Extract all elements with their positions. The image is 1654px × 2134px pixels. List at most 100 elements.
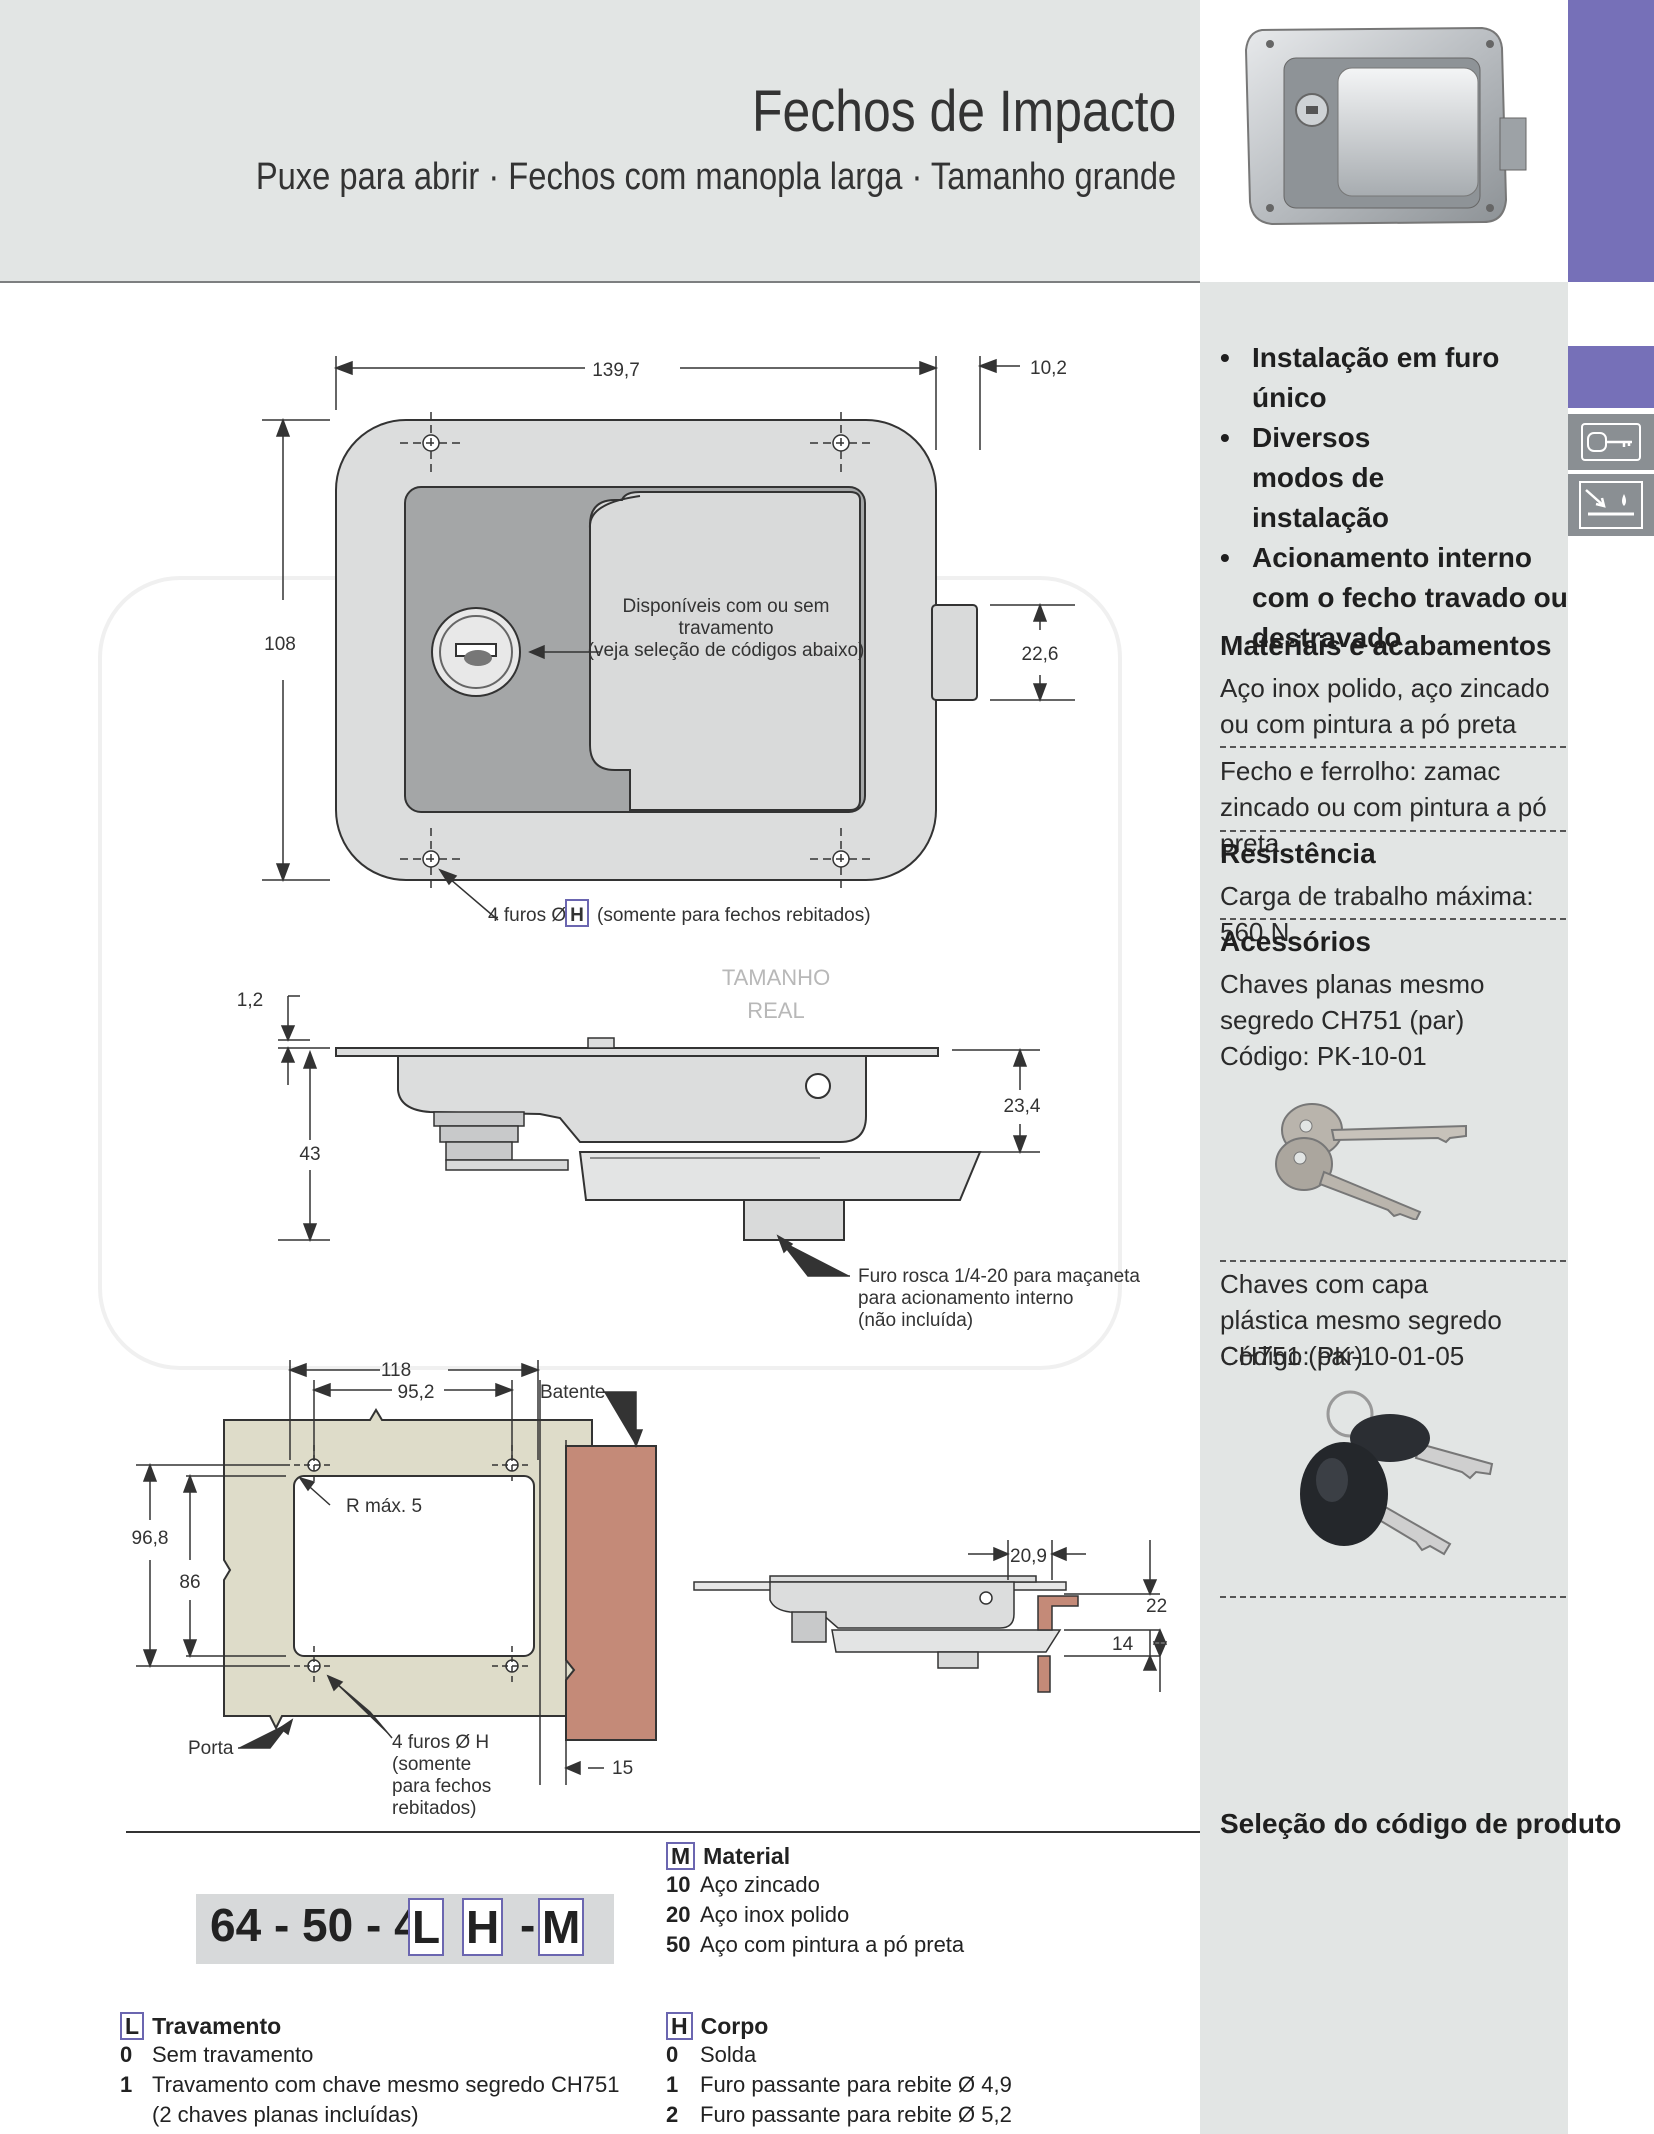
body-code: 0: [666, 2042, 679, 2067]
code-slot-l[interactable]: L: [408, 1898, 445, 1956]
lock-note: (veja seleção de códigos abaixo): [588, 640, 865, 661]
lock-heading: Travamento: [152, 2013, 282, 2039]
dim-inst-h1: 22: [1146, 1596, 1167, 1617]
accessories-heading: Acessórios: [1220, 926, 1371, 957]
dim-height: 108: [264, 634, 296, 655]
divider: [1220, 1260, 1566, 1262]
code-prefix: 64 - 50 - 4: [210, 1899, 420, 1951]
thread-note: para acionamento interno: [858, 1288, 1073, 1309]
dim-width: 139,7: [592, 360, 640, 381]
cutout-view: 118 95,2 Batente R máx. 5 96,8 86 Porta …: [132, 1360, 657, 1819]
dim-cut-height-inner: 86: [179, 1572, 200, 1593]
material-text: Aço inox polido: [700, 1902, 850, 1927]
dim-bolt: 22,6: [1022, 644, 1059, 665]
actual-size-label: REAL: [747, 998, 804, 1023]
dim-flange: 1,2: [237, 990, 263, 1011]
plastic-keys-photo: [1280, 1384, 1500, 1569]
body-text: Solda: [700, 2042, 757, 2067]
feature-item: Diversos modos de instalação: [1218, 418, 1462, 538]
body-letter: H: [666, 2012, 693, 2040]
body-heading: Corpo: [700, 2013, 769, 2039]
code-slot-m[interactable]: M: [538, 1898, 585, 1956]
accessory-code: Código: PK-10-01: [1220, 1041, 1427, 1071]
material-code: 10: [666, 1872, 691, 1897]
cut-holes-note: 4 furos Ø H: [392, 1732, 489, 1753]
holes-note: (somente para fechos rebitados): [597, 905, 871, 926]
material-text: Aço zincado: [700, 1872, 820, 1897]
radius-label: R máx. 5: [346, 1496, 422, 1517]
code-dash: -: [520, 1899, 536, 1951]
dim-depth: 43: [299, 1144, 320, 1165]
lock-text: Sem travamento: [152, 2042, 314, 2067]
lock-extra: (2 chaves planas incluídas): [152, 2102, 419, 2127]
material-code: 50: [666, 1932, 691, 1957]
page-title: Fechos de Impacto: [751, 79, 1176, 144]
flat-keys-photo: [1270, 1080, 1470, 1225]
material-heading: Material: [703, 1843, 791, 1869]
lock-note: Disponíveis com ou sem: [623, 596, 830, 617]
code-slot-h[interactable]: H: [462, 1898, 504, 1956]
thread-note: Furo rosca 1/4-20 para maçaneta: [858, 1266, 1140, 1287]
lock-letter: L: [120, 2012, 145, 2040]
dim-stop-offset: 15: [612, 1758, 633, 1779]
cut-holes-note: para fechos: [392, 1776, 491, 1797]
lock-legend: L Travamento 0 Sem travamento 1 Travamento …: [120, 2012, 620, 2130]
section-color-bar: [1568, 0, 1654, 282]
stop-label: Batente: [540, 1382, 606, 1403]
lock-text: Travamento com chave mesmo segredo CH751: [152, 2072, 620, 2097]
cut-holes-note: rebitados): [392, 1798, 477, 1819]
key-icon[interactable]: [1568, 414, 1654, 470]
feature-item: Acionamento interno com o fecho travado …: [1218, 538, 1578, 658]
cut-holes-note: (somente: [392, 1754, 471, 1775]
dim-cut-width-outer: 118: [381, 1360, 411, 1381]
code-selection-heading: Seleção do código de produto: [1220, 1808, 1622, 1839]
materials-item: Fecho e ferrolho: zamac zincado ou com p…: [1220, 756, 1547, 858]
body-code: 1: [666, 2072, 679, 2097]
divider: [1220, 830, 1566, 832]
material-text: Aço com pintura a pó preta: [700, 1932, 965, 1957]
accessory-code: Código: PK-10-01-05: [1220, 1341, 1465, 1371]
dim-cut-width-inner: 95,2: [398, 1382, 435, 1403]
dim-side: 23,4: [1004, 1096, 1041, 1117]
technical-drawings: TAMANHO REAL: [98, 356, 1200, 1833]
lock-code: 0: [120, 2042, 133, 2067]
product-code: 64 - 50 - 4 L H - M: [196, 1894, 614, 1964]
feature-list: Instalação em furo único Diversos modos …: [1218, 338, 1578, 658]
header-divider: [0, 281, 1200, 283]
divider: [1220, 918, 1566, 920]
body-legend: H Corpo 0 Solda 1 Furo passante para rebite…: [666, 2012, 1012, 2130]
thread-note: (não incluída): [858, 1310, 973, 1331]
feature-item: Instalação em furo único: [1218, 338, 1578, 418]
drill-icon[interactable]: [1568, 474, 1654, 536]
top-view: 139,7 10,2 108 22,6 Disponíveis com ou s…: [262, 356, 1075, 927]
actual-size-label: TAMANHO: [722, 965, 830, 990]
materials-heading: Materiais e acabamentos: [1220, 630, 1552, 661]
resistance-text: Carga de trabalho máxima: 560 N: [1220, 881, 1534, 947]
material-letter: M: [666, 1842, 696, 1870]
material-code: 20: [666, 1902, 691, 1927]
page-subtitle: Puxe para abrir · Fechos com manopla lar…: [255, 156, 1176, 198]
divider: [1220, 746, 1566, 748]
body-code: 2: [666, 2102, 679, 2127]
header-band: [0, 0, 1200, 282]
dim-inst-h2: 14: [1112, 1634, 1134, 1655]
holes-letter: H: [570, 905, 584, 926]
dim-cut-height-outer: 96,8: [132, 1528, 169, 1549]
product-photo: [1200, 0, 1568, 282]
dim-inst-width: 20,9: [1010, 1546, 1047, 1567]
category-tab[interactable]: [1568, 346, 1654, 408]
lock-code: 1: [120, 2072, 133, 2097]
door-label: Porta: [188, 1738, 234, 1759]
installed-view: 20,9 22 14: [693, 1540, 1167, 1693]
dim-offset: 10,2: [1030, 358, 1067, 379]
accessory-item: Chaves com capa plástica mesmo segredo C…: [1220, 1269, 1502, 1371]
material-legend: M Material 10 Aço zincado 20 Aço inox polid…: [666, 1842, 964, 1960]
divider: [1220, 1596, 1566, 1598]
side-view: 1,2 43 23,4 Furo rosca 1/4-20 para maçan…: [237, 990, 1141, 1331]
body-text: Furo passante para rebite Ø 4,9: [700, 2072, 1012, 2097]
accessory-item: Chaves planas mesmo segredo CH751 (par): [1220, 969, 1485, 1035]
lock-note: travamento: [678, 618, 773, 639]
holes-note: 4 furos Ø: [488, 905, 566, 926]
resistance-heading: Resistência: [1220, 838, 1376, 869]
materials-item: Aço inox polido, aço zincado ou com pint…: [1220, 673, 1550, 739]
